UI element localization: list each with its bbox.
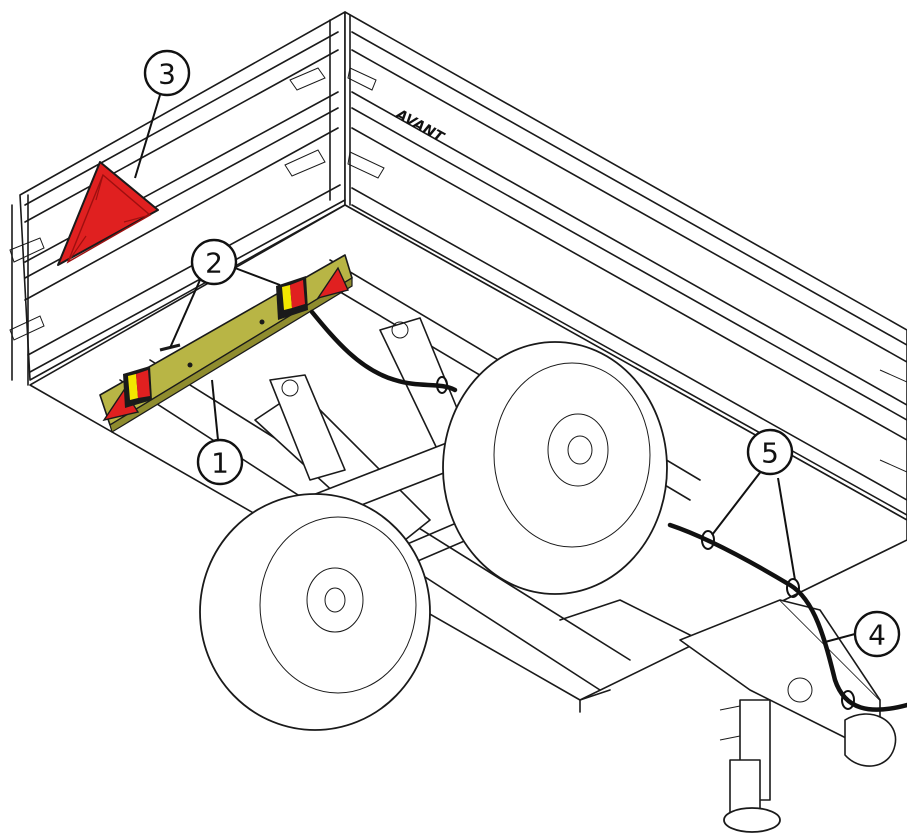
left-tail-lamp [123, 366, 152, 408]
right-tail-lamp [276, 276, 308, 320]
callout-1: 1 [196, 438, 244, 486]
drawbar [679, 599, 897, 767]
callout-2: 2 [190, 238, 238, 286]
wheel-front [442, 341, 668, 595]
cable-clip-lower [786, 578, 800, 598]
callout-4-label: 4 [868, 619, 886, 652]
callout-2-label: 2 [205, 247, 223, 280]
callout-1-label: 1 [211, 447, 229, 480]
wiring-harness [159, 309, 907, 712]
leader-lines [134, 94, 856, 643]
cable-clip-tongue [841, 690, 855, 710]
cable-clip-axle [436, 376, 448, 394]
slow-moving-vehicle-triangle [57, 161, 159, 266]
callout-5-label: 5 [761, 437, 779, 470]
cable-clip-upper [701, 530, 715, 550]
callout-5: 5 [746, 428, 794, 476]
right-reflector-triangle [316, 266, 349, 300]
rear-light-bar [99, 254, 353, 433]
callout-3: 3 [143, 49, 191, 97]
wheel-rear [199, 493, 431, 731]
callout-4: 4 [853, 610, 901, 658]
callout-3-label: 3 [158, 58, 176, 91]
jack-stand [719, 699, 781, 833]
